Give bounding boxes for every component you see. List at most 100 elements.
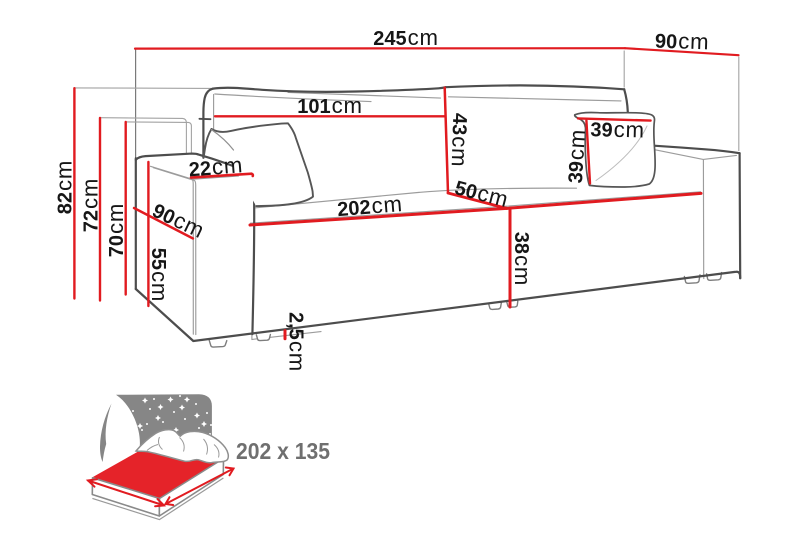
label-side-height-value: 70 <box>106 235 128 257</box>
label-backrest-width: 101cm <box>297 93 363 118</box>
label-clearance: 2,5cm <box>285 312 310 372</box>
label-total-height: 82cm <box>52 160 77 214</box>
label-pillow-height-value: 39 <box>565 160 588 184</box>
dimension-line-seat-depth <box>446 191 509 210</box>
label-back-height: 72cm <box>78 178 103 232</box>
label-back-height-value: 72 <box>81 210 103 232</box>
label-backrest-height-value: 43 <box>448 113 471 136</box>
backrest-right-seam <box>447 96 622 102</box>
backrest-right-top <box>444 84 626 91</box>
blanket-fold <box>213 444 220 458</box>
bedding <box>134 428 230 464</box>
label-seat-depth-value: 50 <box>452 177 479 204</box>
night-sky-sliver <box>99 403 112 462</box>
arm-top-back-edge <box>134 152 199 161</box>
extension-lines <box>74 48 740 158</box>
label-seat-front-height: 38cm <box>510 232 535 286</box>
label-seat-width-value: 202 <box>336 197 371 222</box>
sofa-leg <box>208 339 228 348</box>
big-pillow-crease <box>210 129 235 151</box>
label-armrest-depth: 90cm <box>149 197 209 243</box>
dimension-line-backrest-height <box>443 86 450 195</box>
blanket-fold <box>179 437 185 452</box>
label-side-height: 70cm <box>103 203 128 257</box>
label-armrest-height: 55cm <box>147 248 172 302</box>
label-armrest-width-value: 22 <box>188 158 212 182</box>
label-armrest-width: 22cm <box>188 152 244 181</box>
label-backrest-height-unit: cm <box>447 136 473 168</box>
dimension-labels: 245cm 90cm 82cm 72cm 70cm 55cm 90cm 22cm… <box>52 25 710 372</box>
dimension-line-armrest-depth <box>132 206 195 240</box>
extension-line-back-height <box>99 117 187 155</box>
bed-arrow-width <box>87 479 165 507</box>
dimension-line-seat-width <box>248 206 509 227</box>
bed-dimension-arrows <box>85 466 236 508</box>
big-pillow <box>202 122 314 208</box>
bed-arrow-depth <box>164 467 235 505</box>
small-pillow-outline <box>573 111 657 188</box>
label-side-height-unit: cm <box>103 203 128 234</box>
arm-outer-seam-2 <box>152 167 197 336</box>
sofa-leg <box>487 301 503 311</box>
blanket-fold <box>146 444 159 451</box>
label-total-width-unit: cm <box>408 25 439 50</box>
sofa-bottom-edge <box>134 270 742 343</box>
small-pillow <box>573 111 657 188</box>
sofa-right-edge <box>738 152 742 280</box>
bed-arrow-width-head-start <box>85 478 98 488</box>
backrest-left-seam <box>214 93 372 103</box>
label-clearance-unit: cm <box>285 341 310 372</box>
big-pillow-outline <box>210 122 314 208</box>
label-pillow-height: 39cm <box>562 128 590 184</box>
label-pillow-height-unit: cm <box>563 128 590 161</box>
label-seat-depth: 50cm <box>452 174 511 212</box>
small-pillow-crease <box>595 125 648 181</box>
big-pillow-left-edge <box>202 128 213 159</box>
label-total-height-unit: cm <box>52 160 77 191</box>
label-depth-value: 90 <box>655 31 678 54</box>
blanket-fold <box>203 438 208 455</box>
label-seat-front-height-value: 38 <box>510 232 532 254</box>
bed-arrow-depth-head-start <box>163 496 175 506</box>
dimension-line-pillow-height <box>585 119 592 185</box>
label-seat-depth-unit: cm <box>475 180 511 212</box>
label-total-width: 245cm <box>373 25 439 50</box>
label-pillow-width: 39cm <box>590 116 645 142</box>
bed-arrow-depth-head-end <box>224 466 236 477</box>
right-arm-top-edge <box>652 144 741 155</box>
bed-size-label: 202 x 135 <box>236 438 330 464</box>
sofa-leg <box>255 333 272 342</box>
label-armrest-width-unit: cm <box>211 152 244 179</box>
label-backrest-width-unit: cm <box>332 93 363 118</box>
bed-arrow-width-head-end <box>154 498 167 508</box>
label-pillow-width-unit: cm <box>613 117 645 143</box>
label-depth: 90cm <box>655 28 710 55</box>
sofa-leg <box>506 300 519 308</box>
label-pillow-width-value: 39 <box>590 119 613 142</box>
sofa-legs <box>208 271 723 348</box>
label-armrest-height-value: 55 <box>147 248 169 270</box>
label-backrest-width-value: 101 <box>297 96 330 118</box>
bed-platform-line <box>92 477 224 521</box>
label-total-width-value: 245 <box>373 28 406 50</box>
label-armrest-height-unit: cm <box>147 271 172 302</box>
seat-front-edge-red <box>505 191 703 210</box>
label-seat-front-height-unit: cm <box>510 255 535 286</box>
blanket-fold <box>158 436 163 450</box>
dimension-line-pillow-width <box>576 117 652 122</box>
label-seat-width: 202cm <box>336 191 403 221</box>
sleeping-function-bed-icon: 202 x 135 <box>85 394 330 521</box>
label-back-height-unit: cm <box>78 178 103 209</box>
backrest-left-edge <box>202 87 215 159</box>
label-backrest-height: 43cm <box>447 113 474 168</box>
label-seat-width-unit: cm <box>371 191 404 218</box>
backrest-left-top-seam <box>287 91 442 99</box>
extension-line-total-height <box>74 87 212 89</box>
extension-line-side-height <box>125 121 192 155</box>
seat-front-edge-gray <box>249 191 702 224</box>
label-total-height-value: 82 <box>55 192 77 214</box>
dimension-line-depth <box>623 47 740 57</box>
label-depth-unit: cm <box>678 28 710 54</box>
dimension-lines <box>73 47 740 341</box>
